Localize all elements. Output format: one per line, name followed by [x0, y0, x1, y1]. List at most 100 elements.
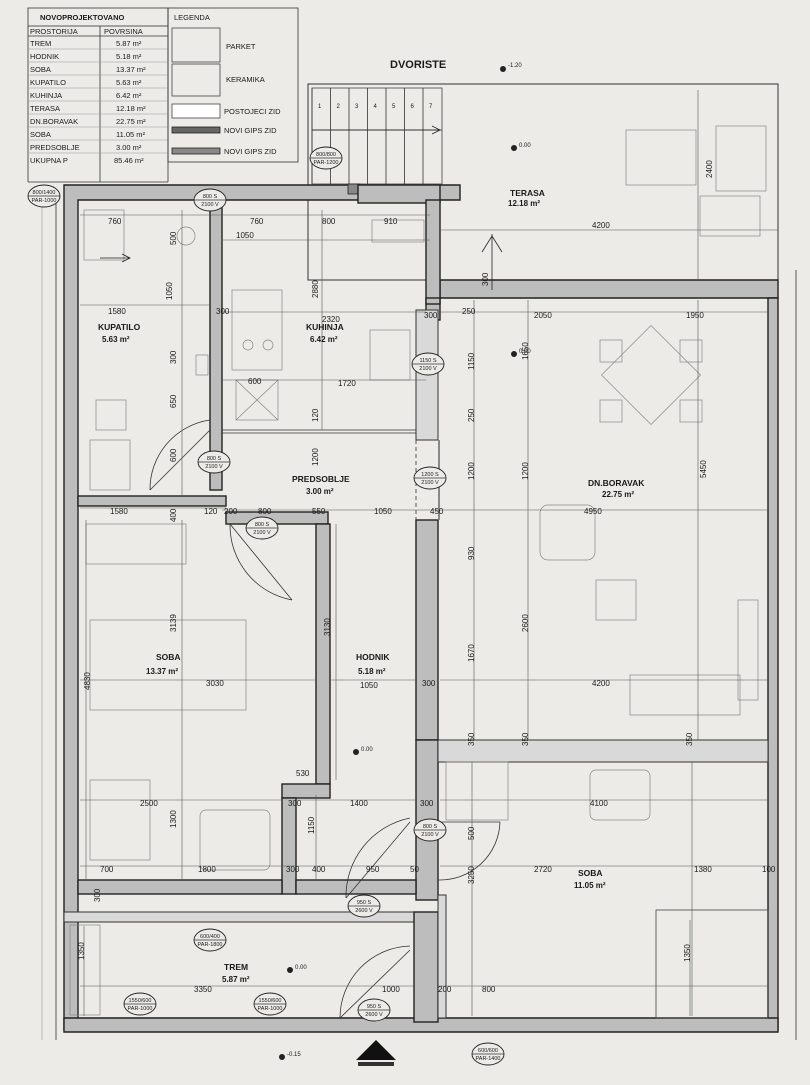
svg-text:PAR-1200: PAR-1200: [314, 160, 339, 166]
dimension-label: 1050: [165, 282, 174, 300]
svg-text:800 S: 800 S: [423, 824, 438, 830]
svg-text:2100 V: 2100 V: [419, 366, 437, 372]
room-labels: TERASA 12.18 m² KUPATILO 5.63 m² KUHINJA…: [98, 188, 645, 984]
dimension-label: 300: [169, 350, 178, 364]
svg-text:-1.20: -1.20: [508, 63, 522, 69]
terrace-arrow-icon: [481, 235, 503, 253]
area-schedule-table: NOVOPROJEKTOVANO PROSTORIJA POVRSINA TRE…: [27, 7, 169, 183]
stair-step-number: 5: [392, 104, 396, 110]
dimension-label: 400: [169, 508, 178, 522]
table-row-area: 22.75 m²: [116, 117, 146, 126]
dimension-label: 650: [169, 394, 178, 408]
svg-text:2100 V: 2100 V: [201, 202, 219, 208]
dimension-label: 50: [410, 865, 419, 874]
stair-step-number: 4: [374, 104, 378, 110]
dimension-label: 1400: [350, 799, 368, 808]
door-soba1: [229, 523, 293, 601]
yard-label: DVORISTE: [390, 59, 446, 71]
dimension-label: 4950: [584, 507, 602, 516]
dimension-label: 300: [420, 799, 434, 808]
dimension-label: 530: [296, 769, 310, 778]
room-area-soba1: 13.37 m²: [146, 667, 178, 676]
legend-item-postojeci-zid: POSTOJECI ZID: [224, 107, 281, 116]
dimension-lines: [80, 90, 778, 1016]
table-total-label: UKUPNA P: [30, 156, 68, 165]
dimension-label: 2720: [534, 865, 552, 874]
dimension-label: 1200: [311, 448, 320, 466]
dimension-label: 2500: [140, 799, 158, 808]
interior-walls: [63, 184, 769, 1023]
dimension-label: 100: [762, 865, 776, 874]
dimension-label: 3030: [206, 679, 224, 688]
legend-item-parket: PARKET: [226, 42, 256, 51]
entrance-arrow-icon: [356, 1040, 396, 1060]
dimension-label: 700: [100, 865, 114, 874]
bath-arrow-icon: [100, 253, 131, 263]
svg-text:2100 V: 2100 V: [421, 832, 439, 838]
room-area-kupatilo: 5.63 m²: [102, 335, 130, 344]
dimension-label: 300: [481, 272, 490, 286]
table-row-room: HODNIK: [30, 52, 59, 61]
room-name-soba1: SOBA: [156, 652, 181, 662]
stair-arrow-icon: [312, 125, 441, 135]
svg-text:PAR-1000: PAR-1000: [32, 198, 57, 204]
dimension-label: 1150: [307, 816, 316, 834]
dimension-label: 4100: [590, 799, 608, 808]
dimension-label: 350: [467, 732, 476, 746]
svg-text:PAR-1000: PAR-1000: [258, 1006, 283, 1012]
wall-soba1-north: [77, 495, 227, 507]
stair-step-number: 7: [429, 104, 433, 110]
wall-bath-kitchen: [209, 199, 223, 491]
room-name-predsoblje: PREDSOBLJE: [292, 474, 350, 484]
dimension-label: 2600: [521, 614, 530, 632]
dimension-label: 5450: [699, 460, 708, 478]
dimension-label: 350: [521, 732, 530, 746]
svg-text:1550/600: 1550/600: [259, 998, 282, 1004]
svg-text:2600 V: 2600 V: [365, 1012, 383, 1018]
svg-text:2600 V: 2600 V: [355, 908, 373, 914]
col-room-header: PROSTORIJA: [30, 27, 78, 36]
dimension-label: 760: [250, 217, 264, 226]
dimension-label: 1580: [108, 307, 126, 316]
room-name-terasa: TERASA: [510, 188, 545, 198]
table-row-area: 6.42 m²: [116, 91, 142, 100]
table-row-area: 5.87 m²: [116, 39, 142, 48]
table-row-room: SOBA: [30, 130, 51, 139]
legend-item-novi-gips-zid: NOVI GIPS ZID: [224, 126, 277, 135]
building-outline: [41, 83, 797, 1040]
dimension-label: 1350: [77, 942, 86, 960]
doors: [149, 419, 501, 1019]
dimension-label: 300: [93, 888, 102, 902]
dimension-label: 1300: [169, 810, 178, 828]
dimension-label: 500: [169, 231, 178, 245]
level-boravak: 0.00: [519, 349, 531, 355]
wall-living-west-lower: [415, 519, 439, 741]
room-name-kuhinja: KUHINJA: [306, 322, 344, 332]
dimension-label: 2050: [534, 311, 552, 320]
parket-swatch: [171, 27, 221, 63]
svg-text:1550/600: 1550/600: [129, 998, 152, 1004]
svg-text:600/600: 600/600: [478, 1048, 498, 1054]
svg-text:800 S: 800 S: [207, 456, 222, 462]
room-area-hodnik: 5.18 m²: [358, 667, 386, 676]
level-entrance: -0.15: [287, 1052, 301, 1058]
room-area-trem: 5.87 m²: [222, 975, 250, 984]
table-row-room: DN.BORAVAK: [30, 117, 78, 126]
novi-gips-zid-2-swatch: [171, 147, 221, 155]
svg-text:600/400: 600/400: [200, 934, 220, 940]
dimension-label: 550: [312, 507, 326, 516]
room-name-hodnik: HODNIK: [356, 652, 390, 662]
dimension-label: 300: [288, 799, 302, 808]
dimension-label: 1200: [467, 462, 476, 480]
outer-wall-south: [63, 1017, 779, 1033]
dimension-label: 1650: [521, 342, 530, 360]
dimension-label: 300: [424, 311, 438, 320]
dimension-label: 1950: [686, 311, 704, 320]
svg-text:PAR-1000: PAR-1000: [128, 1006, 153, 1012]
